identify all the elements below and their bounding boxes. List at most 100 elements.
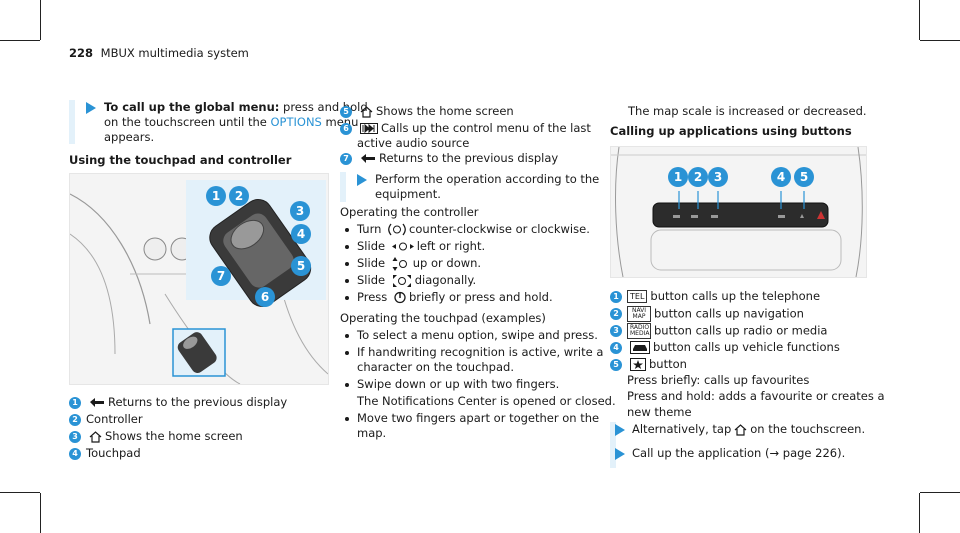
legend-num: 6 xyxy=(340,123,352,135)
home-icon xyxy=(734,423,747,436)
controller-item: Slide diagonally. xyxy=(357,273,477,287)
callout-7: 7 xyxy=(211,266,231,286)
step-arrow-icon xyxy=(357,174,367,186)
back-icon xyxy=(90,398,104,407)
section-heading: Using the touchpad and controller xyxy=(69,153,292,167)
step-text: Perform the operation according to the xyxy=(375,172,600,186)
legend-item: Calls up the control menu of the last xyxy=(357,121,591,136)
step-text: appears. xyxy=(104,130,155,144)
bullet xyxy=(345,383,349,387)
buttons-illustration: 1 2 3 4 5 xyxy=(610,146,867,278)
button-callout-1: 1 xyxy=(668,167,688,187)
car-key-icon xyxy=(630,341,650,354)
interior-drawing xyxy=(70,180,328,384)
bullet xyxy=(345,296,349,300)
legend-item: Returns to the previous display xyxy=(357,151,558,166)
subheading: Operating the controller xyxy=(340,205,479,219)
step-bar xyxy=(69,100,75,144)
legend-num: 2 xyxy=(69,414,81,426)
controller-item: Press briefly or press and hold. xyxy=(357,290,553,304)
bullet xyxy=(345,334,349,338)
controller-slide-diagonal-icon xyxy=(392,274,411,287)
subheading: Operating the touchpad (examples) xyxy=(340,311,546,325)
controller-item: Slide left or right. xyxy=(357,239,486,253)
bullet xyxy=(345,228,349,232)
step-arrow-icon xyxy=(86,102,96,114)
crop-mark xyxy=(40,493,41,533)
crop-mark xyxy=(920,40,960,41)
legend-num: 4 xyxy=(610,342,622,354)
bullet xyxy=(345,351,349,355)
star-key-icon xyxy=(630,358,646,371)
legend-num: 4 xyxy=(69,448,81,460)
legend-item: Touchpad xyxy=(86,446,141,460)
navi-key-icon: NAVI MAP xyxy=(627,306,651,322)
step-bar xyxy=(610,422,616,468)
tel-key-icon: TEL xyxy=(627,290,648,303)
touchpad-item: Move two fingers apart or together on th… xyxy=(357,411,600,425)
callout-5: 5 xyxy=(291,256,311,276)
legend-item: Returns to the previous display xyxy=(86,395,287,410)
touchpad-item-cont: The Notifications Center is opened or cl… xyxy=(357,394,616,408)
crop-mark xyxy=(40,0,41,40)
legend-num: 1 xyxy=(69,397,81,409)
favourite-text: Press and hold: adds a favourite or crea… xyxy=(627,389,885,403)
back-icon xyxy=(361,154,375,163)
legend-num: 5 xyxy=(610,359,622,371)
legend-num: 3 xyxy=(610,325,622,337)
controller-rotate-icon xyxy=(388,223,406,236)
legend-item-cont: active audio source xyxy=(357,136,470,150)
controller-slide-vertical-icon xyxy=(392,256,407,271)
home-icon xyxy=(89,430,102,443)
page-header: 228 MBUX multimedia system xyxy=(69,46,249,60)
map-scale-text: The map scale is increased or decreased. xyxy=(628,104,867,118)
controller-illustration: 1 2 3 4 5 7 6 xyxy=(69,173,329,385)
home-icon xyxy=(360,105,373,118)
bullet xyxy=(345,417,349,421)
page-number: 228 xyxy=(69,46,94,60)
legend-item: Shows the home screen xyxy=(86,429,243,444)
step-arrow-icon xyxy=(615,424,625,436)
legend-num: 1 xyxy=(610,291,622,303)
controller-slide-horizontal-icon xyxy=(391,242,414,251)
legend-item: button xyxy=(627,357,687,372)
callout-2: 2 xyxy=(229,186,249,206)
legend-num: 3 xyxy=(69,431,81,443)
crop-mark xyxy=(919,493,920,533)
legend-num: 2 xyxy=(610,308,622,320)
callout-6: 6 xyxy=(255,287,275,307)
legend-num: 5 xyxy=(340,106,352,118)
callout-1: 1 xyxy=(206,186,226,206)
crop-mark xyxy=(0,40,40,41)
touchpad-item-cont: character on the touchpad. xyxy=(357,360,514,374)
bullet xyxy=(345,245,349,249)
radio-key-icon: RADIO MEDIA xyxy=(627,323,651,339)
touchpad-item-cont: map. xyxy=(357,426,387,440)
options-menu-label: OPTIONS xyxy=(270,115,322,129)
controller-press-icon xyxy=(394,291,406,304)
button-callout-4: 4 xyxy=(771,167,791,187)
page-reference-arrow: → xyxy=(769,446,780,460)
legend-item: button calls up vehicle functions xyxy=(627,340,840,355)
button-strip-drawing xyxy=(611,147,866,277)
button-callout-2: 2 xyxy=(688,167,708,187)
callout-3: 3 xyxy=(290,201,310,221)
controller-item: Slide up or down. xyxy=(357,256,482,271)
controller-item: Turn counter-clockwise or clockwise. xyxy=(357,222,590,236)
step-text: on the touchscreen until the OPTIONS men… xyxy=(104,115,359,129)
bullet xyxy=(345,279,349,283)
legend-item: Shows the home screen xyxy=(357,104,514,119)
button-callout-3: 3 xyxy=(708,167,728,187)
page-reference-link[interactable]: page 226). xyxy=(779,446,846,460)
bullet xyxy=(345,262,349,266)
step-text: equipment. xyxy=(375,187,441,201)
skip-forward-icon xyxy=(360,123,378,134)
touchpad-item: Swipe down or up with two fingers. xyxy=(357,377,560,391)
crop-mark xyxy=(0,492,40,493)
step-text: Call up the application (→ page 226). xyxy=(632,446,846,460)
section-title: MBUX multimedia system xyxy=(100,46,249,60)
